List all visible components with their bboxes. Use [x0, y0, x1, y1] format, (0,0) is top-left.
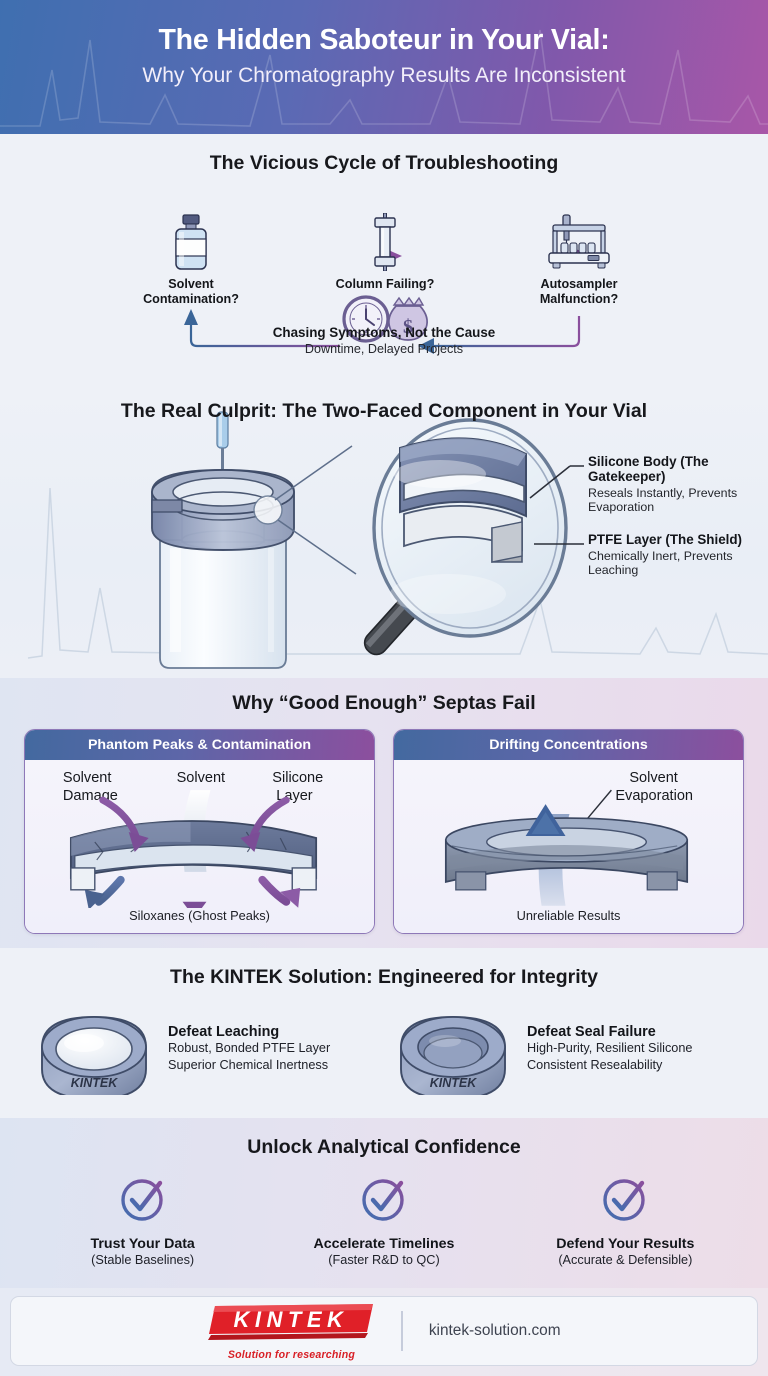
solution-title: The KINTEK Solution: Engineered for Inte…	[170, 966, 598, 988]
confidence-items: Trust Your Data (Stable Baselines) Accel…	[0, 1159, 768, 1267]
section-vicious-cycle: The Vicious Cycle of Troubleshooting	[0, 134, 768, 388]
solution-item-line2: Consistent Resealability	[527, 1058, 663, 1072]
solution-item-line1: High-Purity, Resilient Silicone	[527, 1040, 693, 1055]
callout-ptfe-layer: PTFE Layer (The Shield) Chemically Inert…	[588, 532, 768, 577]
solution-item-text: Defeat Seal Failure High-Purity, Resilie…	[527, 1024, 692, 1074]
section-real-culprit: The Real Culprit: The Two-Faced Componen…	[0, 388, 768, 678]
svg-text:Solvent: Solvent	[629, 770, 678, 786]
chromatogram-peaks-decoration	[0, 29, 768, 127]
confidence-item-accelerate: Accelerate Timelines (Faster R&D to QC)	[263, 1173, 504, 1267]
fail-cards: Phantom Peaks & Contamination	[0, 715, 768, 934]
solvent-bottle-icon	[116, 209, 266, 271]
card-phantom-peaks: Phantom Peaks & Contamination	[24, 729, 375, 934]
autosampler-icon	[504, 209, 654, 271]
cycle-center-subtitle: Downtime, Delayed Projects	[304, 342, 464, 356]
solution-item-title: Defeat Leaching	[168, 1023, 280, 1040]
cap-brand-mark: KINTEK	[430, 1076, 478, 1090]
card-drifting-concentrations: Drifting Concentrations Solven	[393, 729, 744, 934]
card-footer: Siloxanes (Ghost Peaks)	[129, 908, 270, 923]
page-title: The Hidden Saboteur in Your Vial:	[158, 24, 610, 56]
cycle-center-title: Chasing Symptoms, Not the Cause	[272, 325, 496, 340]
svg-text:$: $	[403, 316, 413, 338]
cap-brand-mark: KINTEK	[71, 1076, 119, 1090]
callout-title: PTFE Layer (The Shield)	[588, 532, 743, 547]
footer-divider	[401, 1311, 403, 1351]
clock-money-icon: $	[332, 293, 436, 348]
section-septa-fail: Why “Good Enough” Septas Fail Phantom Pe…	[0, 678, 768, 948]
confidence-sub: (Faster R&D to QC)	[328, 1253, 440, 1267]
cycle-title: The Vicious Cycle of Troubleshooting	[209, 152, 559, 174]
solution-item-text: Defeat Leaching Robust, Bonded PTFE Laye…	[168, 1024, 330, 1074]
callout-subtitle: Reseals Instantly, Prevents Evaporation	[588, 486, 738, 514]
svg-text:Solvent: Solvent	[63, 770, 112, 786]
callout-silicone-body: Silicone Body (The Gatekeeper) Reseals I…	[588, 454, 768, 514]
footer-bar: KINTEK Solution for researching kintek-s…	[10, 1296, 758, 1366]
confidence-sub: (Accurate & Defensible)	[558, 1253, 693, 1267]
callout-subtitle: Chemically Inert, Prevents Leaching	[588, 549, 733, 577]
confidence-label: Accelerate Timelines	[313, 1236, 455, 1252]
confidence-item-defend: Defend Your Results (Accurate & Defensib…	[505, 1173, 746, 1267]
card-header: Phantom Peaks & Contamination	[25, 730, 374, 760]
silicone-septum-cap-icon: KINTEK	[400, 1016, 506, 1095]
solution-item-title: Defeat Seal Failure	[527, 1023, 656, 1040]
culprit-title: The Real Culprit: The Two-Faced Componen…	[120, 400, 648, 422]
evaporating-septum-icon: Solvent Evaporation	[444, 770, 693, 906]
kintek-logo-icon: KINTEK	[208, 1303, 374, 1340]
page-subtitle: Why Your Chromatography Results Are Inco…	[142, 64, 626, 87]
callout-title: Silicone Body (The Gatekeeper)	[588, 454, 709, 484]
section-kintek-solution: The KINTEK Solution: Engineered for Inte…	[0, 948, 768, 1118]
check-circle-icon	[362, 1179, 404, 1221]
card-body: Solvent Damage Solvent Silicone Layer	[25, 760, 374, 933]
confidence-label: Defend Your Results	[556, 1236, 695, 1252]
fail-title: Why “Good Enough” Septas Fail	[232, 692, 536, 714]
cycle-node-column: Column Failing?	[310, 209, 460, 292]
svg-text:Solvent: Solvent	[177, 770, 226, 786]
card-body: Solvent Evaporation	[394, 760, 743, 933]
check-circle-icon	[120, 1179, 163, 1221]
hplc-column-icon	[310, 209, 460, 271]
ptfe-septum-cap-icon: KINTEK	[41, 1016, 147, 1095]
solution-item-line2: Superior Chemical Inertness	[168, 1058, 329, 1072]
solution-item-line1: Robust, Bonded PTFE Layer	[168, 1040, 331, 1055]
check-circle-icon	[603, 1179, 646, 1221]
kintek-wordmark: KINTEK	[234, 1307, 349, 1332]
cycle-node-label: Column Failing?	[335, 277, 435, 291]
svg-text:Silicone: Silicone	[272, 770, 323, 786]
card-footer: Unreliable Results	[516, 908, 621, 923]
confidence-title: Unlock Analytical Confidence	[247, 1136, 521, 1158]
solution-item-leaching: KINTEK Defeat Leaching Robust, Bonded PT…	[30, 1003, 379, 1095]
confidence-item-trust: Trust Your Data (Stable Baselines)	[22, 1173, 263, 1267]
kintek-tagline: Solution for researching	[227, 1348, 356, 1361]
vial-magnifier-illustration	[27, 411, 768, 669]
section-confidence: Unlock Analytical Confidence Trust Your …	[0, 1118, 768, 1288]
solution-item-seal-failure: KINTEK Defeat Seal Failure High-Purity, …	[389, 1003, 738, 1095]
confidence-label: Trust Your Data	[90, 1236, 195, 1252]
footer-area: KINTEK Solution for researching kintek-s…	[0, 1288, 768, 1376]
footer-url[interactable]: kintek-solution.com	[428, 1322, 561, 1339]
header-banner: The Hidden Saboteur in Your Vial: Why Yo…	[0, 0, 768, 134]
kintek-logo[interactable]: KINTEK Solution for researching	[207, 1302, 375, 1361]
degraded-septum-icon: Solvent Damage Solvent Silicone Layer	[63, 770, 323, 908]
solution-items: KINTEK Defeat Leaching Robust, Bonded PT…	[0, 989, 768, 1095]
confidence-sub: (Stable Baselines)	[91, 1253, 195, 1267]
cycle-center-caption: Chasing Symptoms, Not the Cause Downtime…	[174, 325, 594, 356]
card-header: Drifting Concentrations	[394, 730, 743, 760]
svg-text:Evaporation: Evaporation	[615, 788, 693, 804]
